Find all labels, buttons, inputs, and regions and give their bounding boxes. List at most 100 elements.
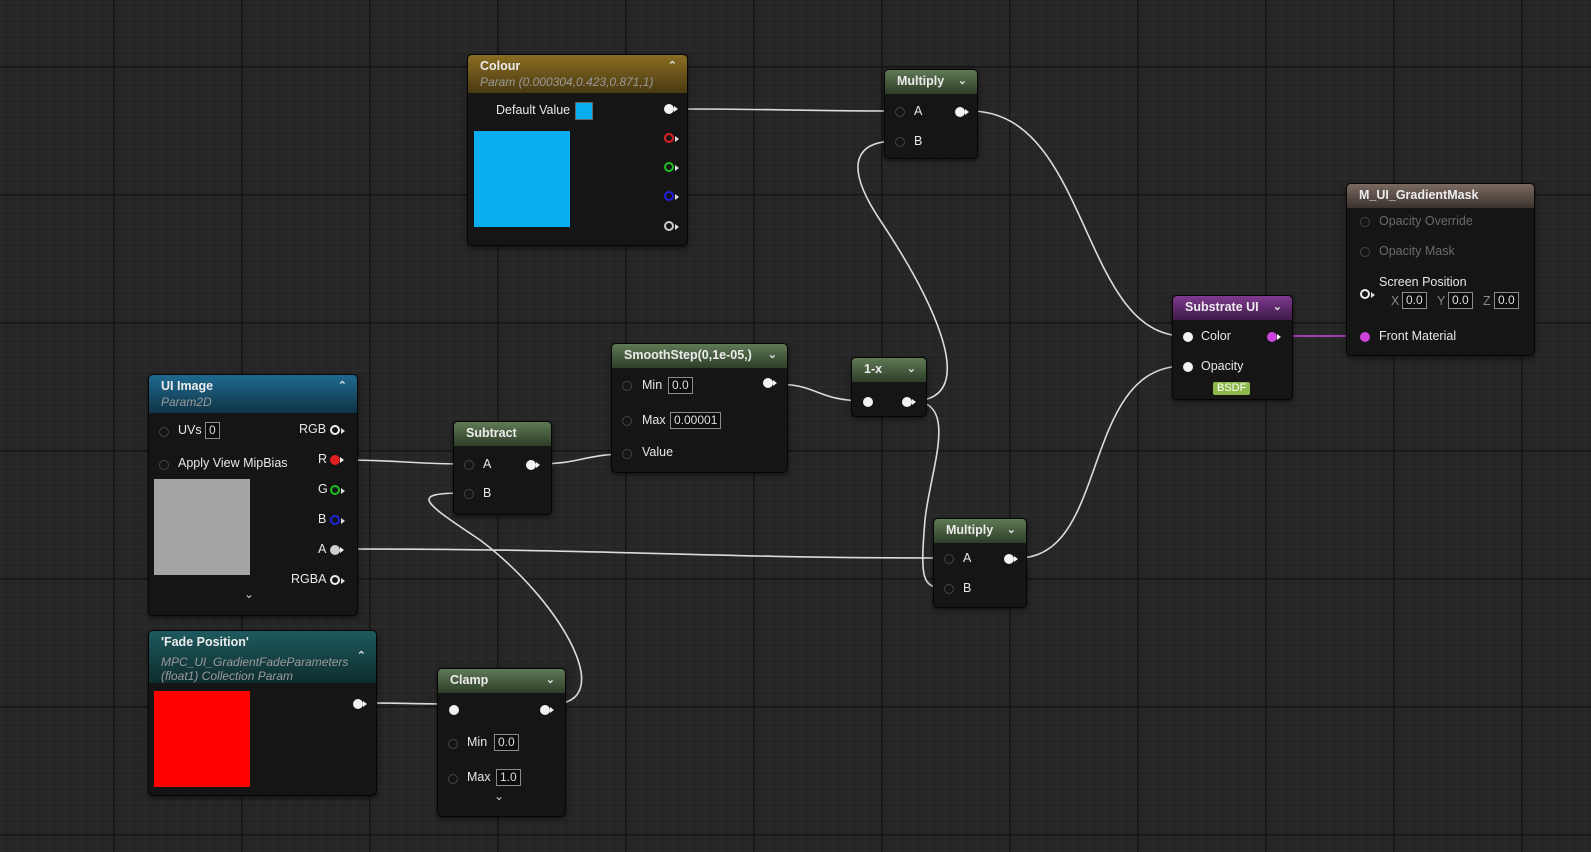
node-title: SmoothStep(0,1e-05,) xyxy=(624,348,752,362)
r-output-pin[interactable] xyxy=(664,133,679,143)
opacity-label: Opacity xyxy=(1201,359,1244,373)
r-output-pin[interactable] xyxy=(330,455,344,465)
pin-b-label: B xyxy=(914,134,923,148)
min-label: Min xyxy=(467,735,488,749)
input-pin-a[interactable] xyxy=(464,460,474,470)
x-value-field[interactable]: 0.0 xyxy=(1402,292,1427,309)
node-title: UI Image xyxy=(161,379,214,393)
max-value-field[interactable]: 1.0 xyxy=(496,769,521,786)
chevron-down-icon[interactable]: ⌄ xyxy=(957,75,967,87)
one-minus-node[interactable]: 1-x ⌄ xyxy=(851,357,927,417)
a-output-pin[interactable] xyxy=(330,545,344,555)
output-pin[interactable] xyxy=(526,460,540,470)
collapse-icon[interactable]: ⌃ xyxy=(356,650,366,662)
node-subtitle-line1: MPC_UI_GradientFadeParameters xyxy=(161,655,349,669)
b-output-pin[interactable] xyxy=(330,515,345,525)
uvs-label: UVs xyxy=(178,423,202,437)
max-label: Max xyxy=(467,770,491,784)
max-value-field[interactable]: 0.00001 xyxy=(670,412,722,429)
color-label: Color xyxy=(1201,329,1231,343)
chevron-down-icon[interactable]: ⌄ xyxy=(494,789,505,803)
g-output-pin[interactable] xyxy=(330,485,345,495)
value-label: Value xyxy=(642,445,674,459)
colour-node-header[interactable]: Colour Param (0.000304,0.423,0.871,1) ⌃ xyxy=(468,55,687,93)
substrate-header[interactable]: Substrate UI ⌄ xyxy=(1173,296,1292,320)
g-output-label: G xyxy=(318,482,328,496)
output-pin[interactable] xyxy=(955,107,969,117)
output-pin[interactable] xyxy=(763,378,777,388)
subtract-header[interactable]: Subtract xyxy=(454,422,551,446)
chevron-down-icon[interactable]: ⌄ xyxy=(767,349,777,361)
default-value-label: Default Value xyxy=(496,103,571,117)
one-minus-header[interactable]: 1-x ⌄ xyxy=(852,358,926,382)
opacity-override-pin[interactable] xyxy=(1360,217,1370,227)
input-pin-a[interactable] xyxy=(895,107,905,117)
min-input-pin[interactable] xyxy=(448,739,458,749)
rgb-output-pin[interactable] xyxy=(664,104,678,114)
multiply-header[interactable]: Multiply ⌄ xyxy=(885,70,977,94)
chevron-down-icon[interactable]: ⌄ xyxy=(1272,301,1282,313)
g-output-pin[interactable] xyxy=(664,162,679,172)
output-pin[interactable] xyxy=(1004,554,1018,564)
colour-param-node[interactable]: Colour Param (0.000304,0.423,0.871,1) ⌃ … xyxy=(467,54,688,246)
output-pin[interactable] xyxy=(353,699,367,709)
subtract-node[interactable]: Subtract A B xyxy=(453,421,552,515)
opacity-override-label: Opacity Override xyxy=(1379,214,1473,228)
node-subtitle: Param2D xyxy=(161,395,212,409)
min-value-field[interactable]: 0.0 xyxy=(668,377,693,394)
max-input-pin[interactable] xyxy=(622,416,632,426)
output-pin[interactable] xyxy=(540,705,554,715)
input-pin-b[interactable] xyxy=(944,584,954,594)
substrate-ui-node[interactable]: Substrate UI ⌄ Color Opacity BSDF xyxy=(1172,295,1293,400)
multiply-node-bottom[interactable]: Multiply ⌄ A B xyxy=(933,518,1027,608)
ui-image-node[interactable]: UI Image Param2D ⌃ UVs 0 Apply View MipB… xyxy=(148,374,358,616)
node-title: Substrate UI xyxy=(1185,300,1259,314)
min-value-field[interactable]: 0.0 xyxy=(494,734,519,751)
mipbias-input-pin[interactable] xyxy=(159,460,169,470)
max-input-pin[interactable] xyxy=(448,774,458,784)
opacity-mask-pin[interactable] xyxy=(1360,247,1370,257)
max-label: Max xyxy=(642,413,666,427)
input-pin[interactable] xyxy=(863,397,873,407)
pin-a-label: A xyxy=(483,457,492,471)
bsdf-output-pin[interactable] xyxy=(1267,332,1281,342)
front-material-pin[interactable] xyxy=(1360,332,1370,342)
material-output-node[interactable]: M_UI_GradientMask Opacity Override Opaci… xyxy=(1346,183,1535,356)
chevron-down-icon[interactable]: ⌄ xyxy=(1006,524,1016,536)
a-output-pin[interactable] xyxy=(664,221,679,231)
color-input-pin[interactable] xyxy=(1183,332,1193,342)
z-value-field[interactable]: 0.0 xyxy=(1494,292,1519,309)
uvs-input-pin[interactable] xyxy=(159,427,169,437)
input-pin-a[interactable] xyxy=(944,554,954,564)
clamp-header[interactable]: Clamp ⌄ xyxy=(438,669,565,693)
ui-image-header[interactable]: UI Image Param2D ⌃ xyxy=(149,375,357,413)
input-pin-b[interactable] xyxy=(895,137,905,147)
material-output-header[interactable]: M_UI_GradientMask xyxy=(1347,184,1534,208)
screen-position-pin[interactable] xyxy=(1360,289,1375,299)
clamp-node[interactable]: Clamp ⌄ Min 0.0 Max 1.0 ⌄ xyxy=(437,668,566,817)
collapse-icon[interactable]: ⌃ xyxy=(337,380,347,392)
rgb-output-pin[interactable] xyxy=(330,425,345,435)
b-output-pin[interactable] xyxy=(664,191,679,201)
output-pin[interactable] xyxy=(902,397,916,407)
multiply-header[interactable]: Multiply ⌄ xyxy=(934,519,1026,543)
collapse-icon[interactable]: ⌃ xyxy=(667,60,677,72)
smoothstep-node[interactable]: SmoothStep(0,1e-05,) ⌄ Min 0.0 Max 0.000… xyxy=(611,343,788,473)
y-value-field[interactable]: 0.0 xyxy=(1448,292,1473,309)
uvs-value-field[interactable]: 0 xyxy=(205,422,220,439)
value-input-pin[interactable] xyxy=(622,449,632,459)
rgb-output-label: RGB xyxy=(299,422,327,436)
chevron-down-icon[interactable]: ⌄ xyxy=(906,363,916,375)
input-pin[interactable] xyxy=(449,705,459,715)
input-pin-b[interactable] xyxy=(464,489,474,499)
chevron-down-icon[interactable]: ⌄ xyxy=(545,674,555,686)
default-value-swatch[interactable] xyxy=(575,102,593,120)
chevron-down-icon[interactable]: ⌄ xyxy=(244,587,255,601)
min-input-pin[interactable] xyxy=(622,381,632,391)
opacity-input-pin[interactable] xyxy=(1183,362,1193,372)
multiply-node-top[interactable]: Multiply ⌄ A B xyxy=(884,69,978,159)
fade-position-node[interactable]: 'Fade Position' MPC_UI_GradientFadeParam… xyxy=(148,630,377,796)
rgba-output-pin[interactable] xyxy=(330,575,345,585)
smoothstep-header[interactable]: SmoothStep(0,1e-05,) ⌄ xyxy=(612,344,787,368)
fade-position-header[interactable]: 'Fade Position' MPC_UI_GradientFadeParam… xyxy=(149,631,376,683)
